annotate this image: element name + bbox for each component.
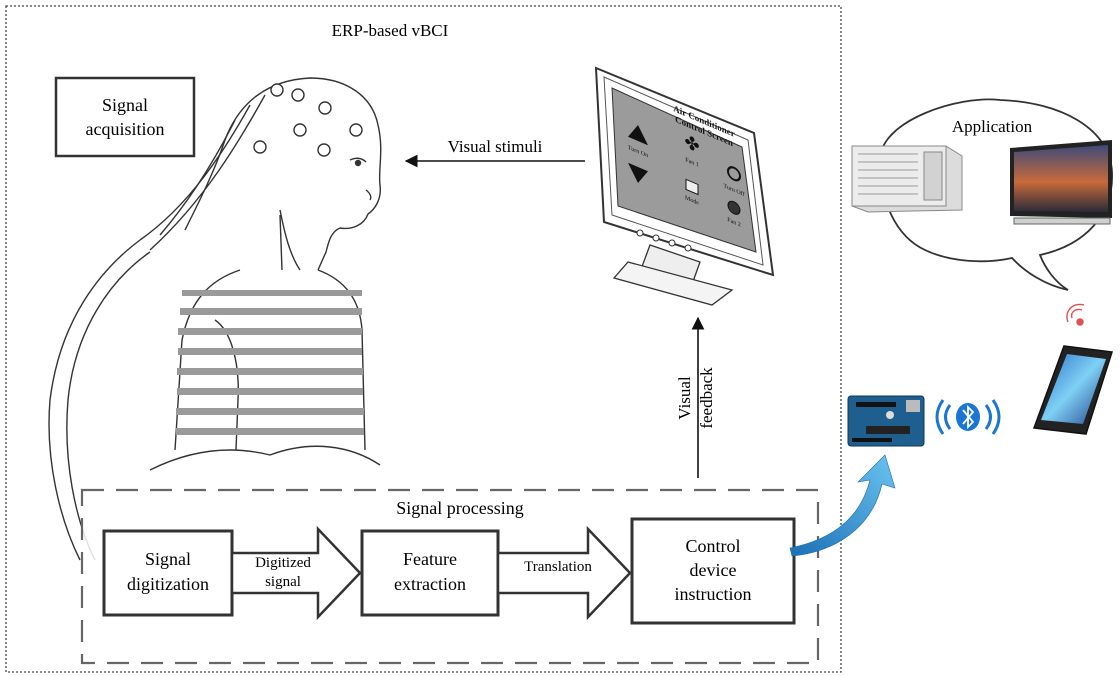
fan-icon: ✤ bbox=[684, 131, 699, 158]
digitized-signal-arrow bbox=[230, 525, 362, 621]
signal-acquisition-label-1: Signal bbox=[102, 95, 148, 115]
visual-feedback-label-2: feedback bbox=[697, 367, 716, 429]
power-icon bbox=[727, 166, 741, 182]
eeg-electrodes bbox=[253, 83, 363, 157]
translation-label: Translation bbox=[524, 559, 592, 575]
signal-acquisition-box bbox=[54, 76, 196, 158]
control-instruction-label-1: Control bbox=[685, 536, 740, 556]
fan-2-icon bbox=[727, 200, 741, 215]
translation-arrow bbox=[496, 525, 632, 621]
control-instruction-box bbox=[630, 517, 796, 625]
main-frame bbox=[5, 5, 842, 673]
digitized-signal-label-1: Digitized bbox=[255, 555, 311, 571]
output-curved-arrow bbox=[789, 454, 896, 557]
main-frame-title: ERP-based vBCI bbox=[332, 21, 449, 40]
air-conditioner-icon bbox=[851, 145, 963, 213]
visual-feedback-label-1: Visual bbox=[675, 376, 694, 420]
signal-digitization-label-2: digitization bbox=[127, 574, 209, 594]
application-label: Application bbox=[952, 117, 1033, 136]
feature-extraction-label-2: extraction bbox=[394, 574, 466, 594]
control-instruction-label-3: instruction bbox=[675, 584, 752, 604]
feature-extraction-box bbox=[360, 529, 500, 617]
signal-processing-title: Signal processing bbox=[396, 498, 524, 518]
down-arrow-icon bbox=[628, 162, 648, 184]
digitized-signal-label-2: signal bbox=[265, 574, 301, 590]
bluetooth-icon bbox=[935, 399, 1001, 435]
signal-acquisition-label-2: acquisition bbox=[86, 119, 165, 139]
signal-digitization-box bbox=[102, 529, 234, 617]
smartphone-icon bbox=[1032, 345, 1113, 435]
arduino-board-icon bbox=[847, 395, 925, 447]
visual-stimuli-label: Visual stimuli bbox=[448, 137, 543, 156]
control-instruction-label-2: device bbox=[690, 560, 737, 580]
television-icon bbox=[1010, 140, 1112, 225]
striped-shirt bbox=[176, 290, 364, 435]
monitor bbox=[594, 66, 775, 306]
up-arrow-icon bbox=[628, 125, 648, 146]
feature-extraction-label-1: Feature bbox=[403, 549, 457, 569]
signal-digitization-label-1: Signal bbox=[145, 549, 191, 569]
wireless-signal-icon bbox=[1066, 303, 1085, 326]
mode-icon bbox=[685, 178, 699, 196]
